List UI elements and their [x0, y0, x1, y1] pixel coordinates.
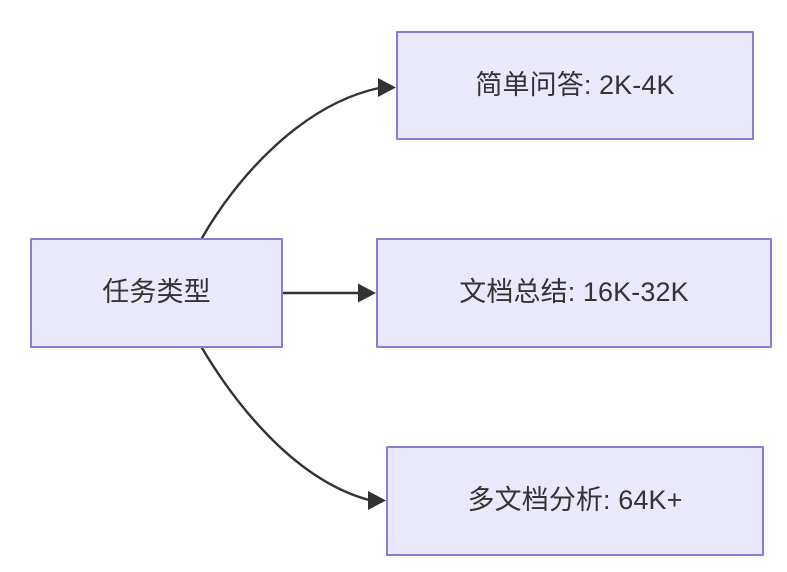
node-doc-summary-label: 文档总结: 16K-32K	[459, 277, 689, 308]
node-multi-doc-analysis[interactable]: 多文档分析: 64K+	[386, 446, 764, 556]
edge-root-to-simple-qa-path	[200, 86, 381, 240]
arrowhead-simple-qa-icon	[378, 78, 396, 97]
edge-root-to-multi-doc-path	[200, 346, 371, 502]
arrowhead-multi-doc-icon	[368, 491, 386, 510]
node-task-type-label: 任务类型	[102, 277, 211, 308]
node-multi-doc-analysis-label: 多文档分析: 64K+	[467, 485, 683, 516]
edge-root-to-multi-doc	[200, 346, 386, 510]
edge-root-to-simple-qa	[200, 78, 396, 240]
node-doc-summary[interactable]: 文档总结: 16K-32K	[376, 238, 772, 348]
edge-root-to-doc-summary	[281, 283, 376, 303]
node-simple-qa[interactable]: 简单问答: 2K-4K	[396, 31, 754, 140]
arrowhead-doc-summary-icon	[358, 283, 376, 303]
node-task-type[interactable]: 任务类型	[30, 238, 283, 348]
node-simple-qa-label: 简单问答: 2K-4K	[475, 69, 675, 100]
